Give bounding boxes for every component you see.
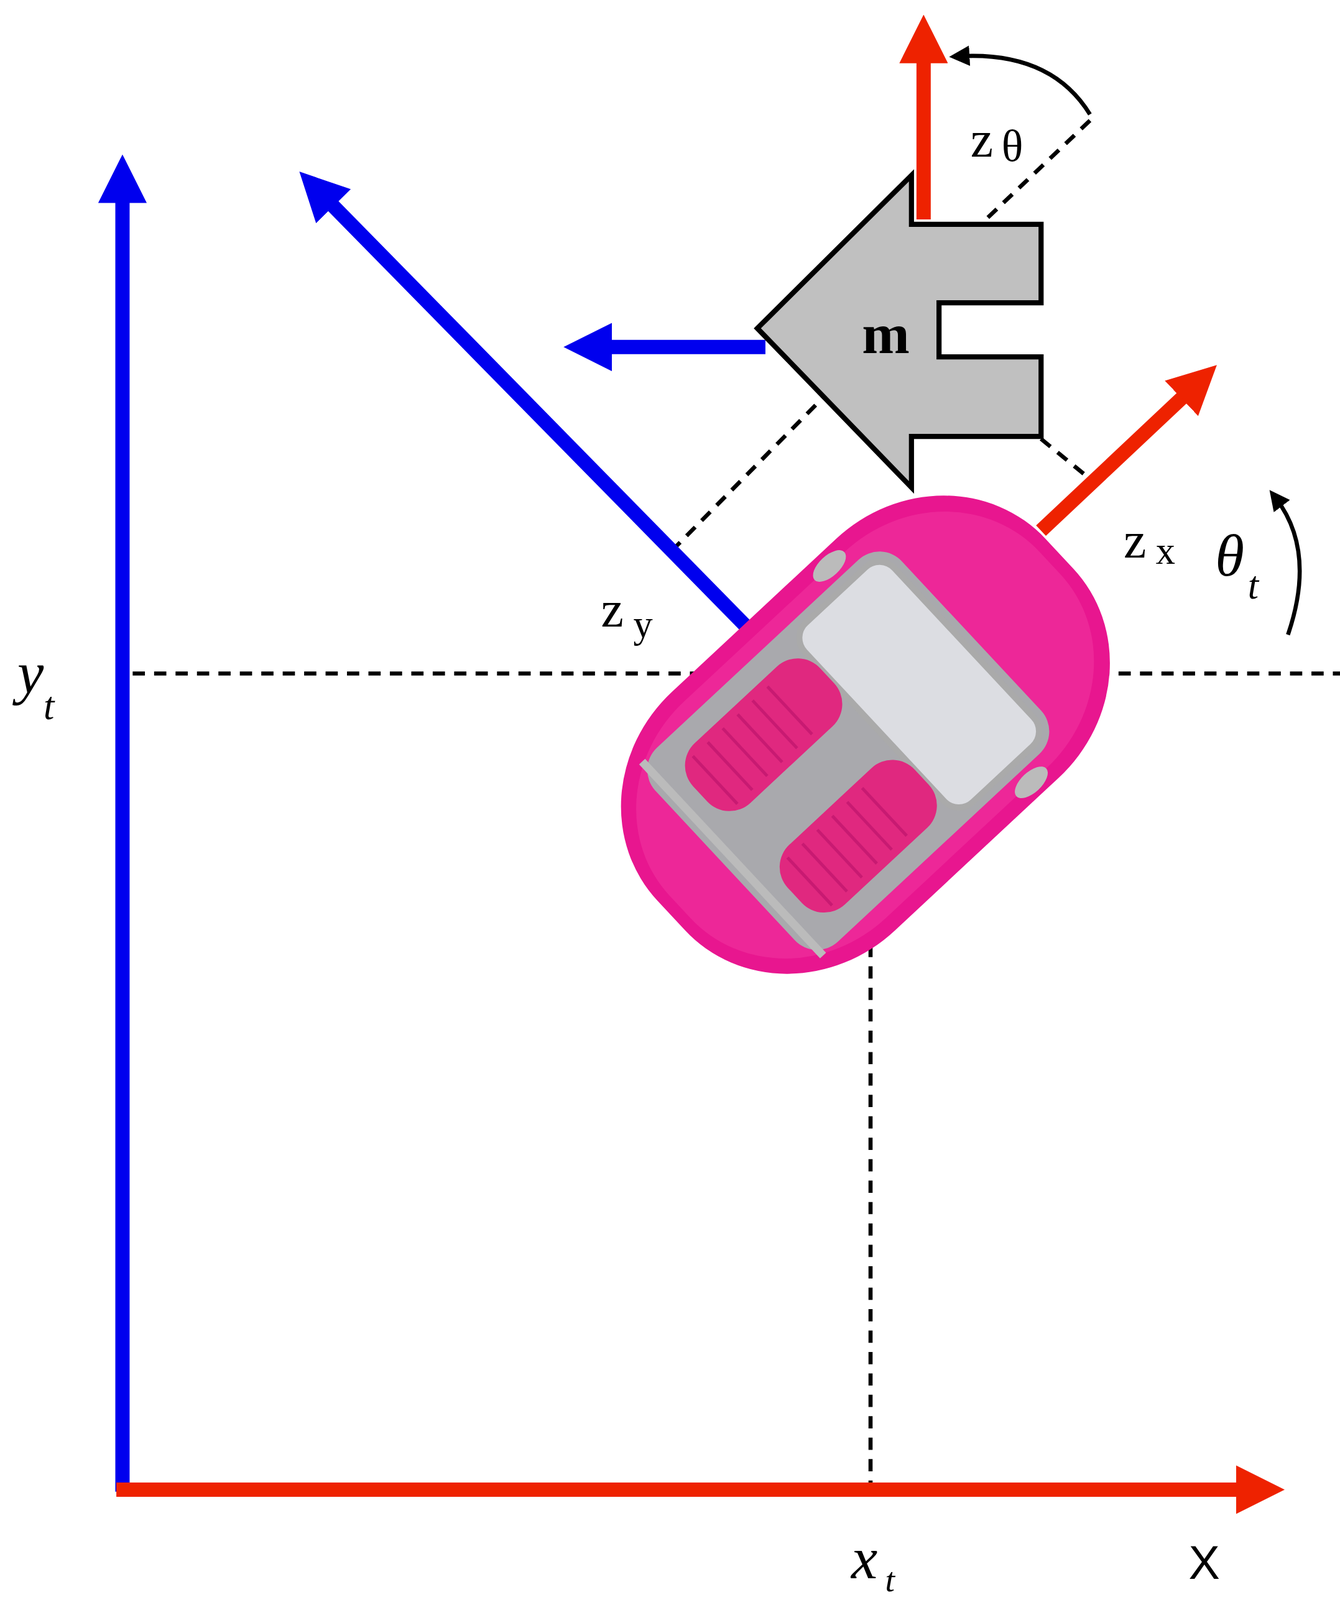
y-axis bbox=[115, 178, 130, 1492]
measurement-label: z bbox=[1123, 515, 1146, 567]
robot-y-axis bbox=[316, 189, 761, 642]
axis-value-subscript: t bbox=[43, 687, 55, 726]
landmark-shape: m bbox=[757, 175, 1041, 488]
measurement-label: z bbox=[970, 114, 994, 166]
car-picture bbox=[560, 434, 1171, 1036]
measurement-subscript: x bbox=[1155, 531, 1176, 571]
x-axis bbox=[116, 1483, 1261, 1498]
landmark-label: m bbox=[861, 305, 910, 364]
axis-value-label: y bbox=[17, 644, 44, 704]
measurement-subscript: y bbox=[633, 605, 653, 644]
landmark-y-axis bbox=[587, 340, 766, 355]
angle-arc bbox=[1275, 498, 1301, 635]
robot-x-axis bbox=[1040, 381, 1199, 532]
axis-name: X bbox=[1188, 1540, 1220, 1588]
dashed-guides bbox=[132, 120, 1340, 1501]
axis-value-label: x bbox=[851, 1529, 878, 1589]
measurement-subscript: θ bbox=[1001, 123, 1024, 169]
measurement-label: z bbox=[601, 584, 624, 636]
axis-value-subscript: t bbox=[884, 1563, 895, 1599]
landmark-x-axis bbox=[916, 39, 931, 221]
angle-label: θ bbox=[1215, 526, 1245, 586]
angle-arc bbox=[959, 55, 1091, 115]
angle-subscript: t bbox=[1247, 566, 1259, 606]
